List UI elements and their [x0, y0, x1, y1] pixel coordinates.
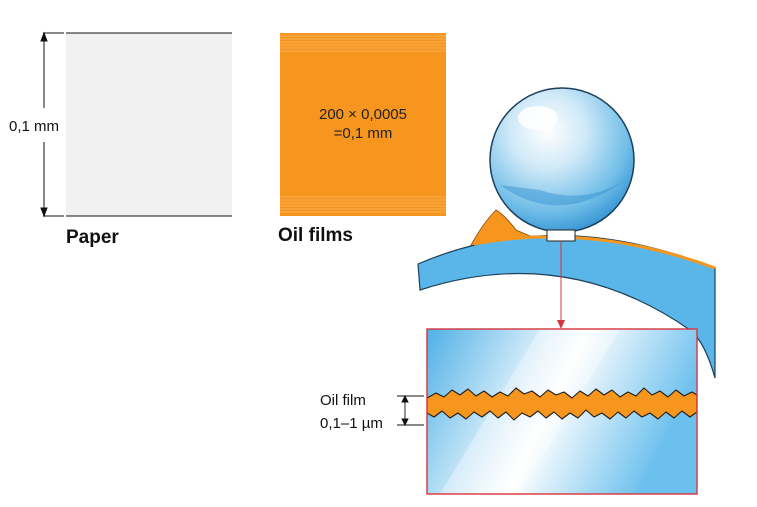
paper-group: 0,1 mm Paper [9, 31, 232, 248]
oil-film-rough-layer [427, 387, 697, 421]
oil-films-caption: Oil films [278, 225, 353, 246]
ball-reflection [500, 180, 625, 206]
formula-line-1: 200 × 0,0005 [319, 106, 407, 123]
detail-border [426, 328, 698, 495]
ball-highlight [518, 106, 558, 130]
paper-caption: Paper [66, 227, 119, 248]
film-thickness-dimension [397, 394, 424, 427]
formula-line-2: =0,1 mm [334, 125, 393, 142]
oil-films-group: 200 × 0,0005 =0,1 mm Oil films [278, 33, 446, 246]
contact-zone-marker [546, 229, 576, 242]
bearing-illustration [417, 87, 716, 379]
oil-films-stack [280, 33, 446, 216]
oil-film-label: Oil film [320, 392, 366, 409]
magnify-arrowhead [557, 320, 565, 329]
paper-dimension-line [40, 31, 64, 218]
magnified-detail: Oil film 0,1–1 µm [320, 328, 698, 495]
rolling-ball [489, 87, 635, 233]
paper-thickness-label: 0,1 mm [9, 118, 59, 135]
paper-sheet [66, 33, 232, 216]
oil-film-layer-lines [280, 35, 446, 213]
oil-coat-on-ring [473, 235, 716, 270]
oil-film-range-label: 0,1–1 µm [320, 415, 383, 432]
